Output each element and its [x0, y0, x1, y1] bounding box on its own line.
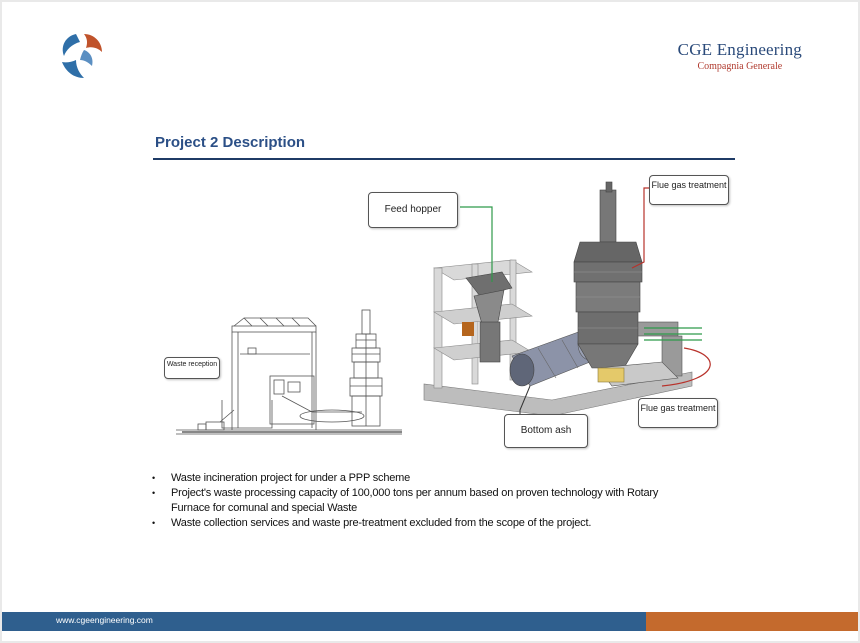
callout-bottom-ash-label: Bottom ash [520, 425, 572, 436]
brand-subtitle: Compagnia Generale [697, 61, 783, 72]
title-divider [153, 158, 735, 160]
bullet-text: Waste collection services and waste pre-… [171, 517, 592, 529]
brand-block: CGE Engineering Compagnia Generale [678, 40, 802, 72]
callout-waste-reception: Waste reception [164, 357, 220, 379]
bullet-dot-icon: • [152, 473, 155, 483]
bullet-item: • Project's waste processing capacity of… [152, 486, 672, 516]
page-title: Project 2 Description [155, 134, 306, 151]
footer-bar-blue [2, 612, 646, 631]
callout-waste-reception-label: Waste reception [166, 361, 218, 368]
bullet-item: • Waste collection services and waste pr… [152, 516, 672, 531]
callout-bottom-ash: Bottom ash [504, 414, 588, 448]
cge-logo-icon [62, 34, 102, 78]
callout-feed-hopper-label: Feed hopper [384, 204, 442, 215]
callout-flue-gas-treatment-top-label: Flue gas treatment [651, 180, 727, 190]
bullet-item: • Waste incineration project for under a… [152, 471, 672, 486]
footer-url: www.cgeengineering.com [56, 615, 153, 625]
callout-flue-gas-treatment-top: Flue gas treatment [649, 175, 729, 205]
callout-flue-gas-treatment-bottom: Flue gas treatment [638, 398, 718, 428]
plant-section-drawing [176, 309, 402, 435]
plant-3d-illustration [423, 181, 711, 418]
bullet-list: • Waste incineration project for under a… [152, 471, 672, 531]
bullet-dot-icon: • [152, 518, 155, 528]
bullet-text: Waste incineration project for under a P… [171, 472, 411, 484]
callout-feed-hopper: Feed hopper [368, 192, 458, 228]
brand-name: CGE Engineering [677, 40, 802, 59]
callout-flue-gas-treatment-bottom-label: Flue gas treatment [640, 403, 716, 413]
footer-bar-orange [646, 612, 858, 631]
bullet-dot-icon: • [152, 488, 155, 498]
bullet-text: Project's waste processing capacity of 1… [171, 487, 659, 514]
